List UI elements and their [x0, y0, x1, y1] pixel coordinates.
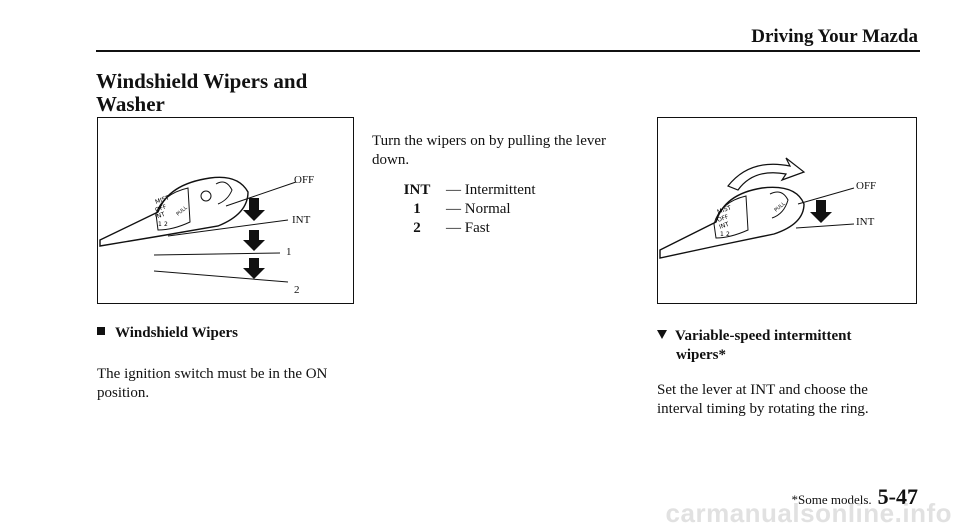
intermittent-ring-figure: MIST OFF INT 1 2 PULL OFF INT	[657, 117, 917, 304]
ring-label-int: INT	[856, 216, 875, 228]
variable-speed-heading-line2: wipers*	[676, 347, 726, 363]
speed-row: 2 — Fast	[398, 219, 536, 238]
position-label-off: OFF	[294, 174, 315, 186]
lever-mark-2: 2	[164, 221, 168, 228]
position-label-2: 2	[294, 284, 300, 296]
speed-row: 1 — Normal	[398, 200, 536, 219]
lever-mark-mist: MIST	[154, 194, 170, 206]
speed-key: INT	[403, 182, 431, 198]
lever-mark-1: 1	[158, 221, 162, 228]
speed-row: INT — Intermittent	[398, 181, 536, 200]
ring-mark-2: 2	[726, 231, 730, 238]
ring-mark-1: 1	[720, 231, 724, 238]
page-number: 5-47	[877, 484, 918, 509]
variable-speed-heading-line1: Variable-speed intermittent	[657, 327, 897, 346]
speed-list: INT — Intermittent 1 — Normal 2 — Fast	[398, 181, 536, 238]
interval-instructions: Set the lever at INT and choose the inte…	[657, 382, 869, 417]
speed-key: 2	[413, 220, 421, 236]
lever-mark-off: OFF	[154, 203, 168, 214]
wiper-lever-illustration: MIST OFF INT 1 2 PULL	[99, 176, 297, 283]
ring-mark-int: INT	[718, 221, 730, 231]
triangle-bullet-icon	[657, 330, 667, 339]
footnote: *Some models.	[791, 492, 872, 507]
position-label-1: 1	[286, 246, 292, 258]
speed-key: 1	[413, 201, 421, 217]
lever-mark-int: INT	[154, 211, 166, 221]
speed-value: — Intermittent	[446, 182, 536, 198]
watermark: carmanualsonline.info	[665, 498, 952, 528]
page-title: Windshield Wipers and Washer	[96, 70, 307, 116]
windshield-wipers-heading: Windshield Wipers	[97, 325, 238, 342]
page-footer: *Some models. 5-47	[792, 484, 919, 510]
ring-label-off: OFF	[856, 180, 877, 192]
speed-value: — Fast	[446, 220, 490, 236]
page-title-line1: Windshield Wipers and	[96, 69, 308, 93]
square-bullet-icon	[97, 327, 105, 335]
ring-mark-mist: MIST	[716, 204, 732, 216]
running-header: Driving Your Mazda	[751, 26, 918, 47]
variable-speed-heading-text: Variable-speed intermittent	[675, 328, 852, 344]
page-title-line2: Washer	[96, 92, 165, 116]
wiper-lever-figure: MIST OFF INT 1 2 PULL OFF INT 1 2	[97, 117, 354, 304]
header-rule	[96, 50, 920, 52]
intro-text: Turn the wipers on by pulling the lever …	[372, 133, 607, 168]
variable-speed-heading: Variable-speed intermittent wipers*	[657, 327, 897, 365]
intermittent-ring-illustration: MIST OFF INT 1 2 PULL	[659, 157, 855, 259]
ignition-note: The ignition switch must be in the ON po…	[97, 366, 328, 401]
speed-value: — Normal	[446, 201, 511, 217]
windshield-wipers-heading-text: Windshield Wipers	[115, 325, 238, 341]
ring-mark-off: OFF	[716, 213, 730, 224]
position-label-int: INT	[292, 214, 311, 226]
